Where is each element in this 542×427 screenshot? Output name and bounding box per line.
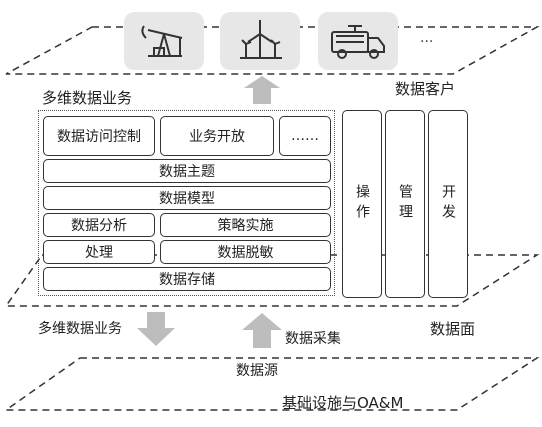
strategy-implementation-block: 策略实施 (160, 213, 331, 237)
operate-block: 操作 (342, 110, 382, 298)
manage-block: 管理 (385, 110, 425, 298)
processing-block: 处理 (43, 240, 155, 264)
fire-truck-icon (331, 25, 385, 59)
data-analysis-block: 数据分析 (43, 213, 155, 237)
wind-turbine-tile (220, 12, 300, 70)
multi-business-top-label: 多维数据业务 (42, 89, 133, 107)
data-plane-label: 数据面 (430, 320, 476, 338)
more-functions-block: …… (279, 116, 331, 156)
infrastructure-label: 基础设施与OA&M (282, 394, 404, 412)
data-access-control-block: 数据访问控制 (43, 116, 155, 156)
develop-text: 开发 (440, 184, 456, 224)
processing-text: 处理 (85, 245, 113, 261)
customer-plane (5, 26, 540, 75)
data-storage-text: 数据存储 (159, 272, 215, 288)
data-analysis-text: 数据分析 (71, 218, 127, 234)
multi-business-bottom-label: 多维数据业务 (38, 321, 122, 337)
oil-pump-tile (124, 12, 204, 70)
down-arrow-business (137, 312, 175, 346)
data-access-control-text: 数据访问控制 (57, 129, 141, 145)
data-subject-text: 数据主题 (159, 164, 215, 180)
up-arrow-customer (244, 76, 280, 104)
fire-truck-tile (318, 12, 398, 70)
data-storage-block: 数据存储 (43, 267, 331, 291)
business-open-text: 业务开放 (189, 129, 245, 145)
data-source-label: 数据源 (236, 363, 278, 379)
business-function-group (38, 110, 335, 296)
infrastructure-plane (3, 357, 540, 411)
more-clients-ellipsis: ... (420, 30, 434, 46)
data-model-text: 数据模型 (159, 191, 215, 207)
develop-block: 开发 (428, 110, 468, 298)
manage-text: 管理 (397, 184, 413, 224)
oil-pump-icon (141, 25, 183, 57)
more-functions-text: …… (291, 128, 319, 144)
data-desensitization-block: 数据脱敏 (160, 240, 331, 264)
up-arrow-collection (242, 313, 282, 348)
strategy-implementation-text: 策略实施 (217, 218, 274, 234)
wind-turbine-icon (240, 20, 282, 59)
data-subject-block: 数据主题 (43, 159, 331, 183)
data-customer-label: 数据客户 (395, 80, 456, 98)
operate-text: 操作 (354, 184, 370, 224)
data-model-block: 数据模型 (43, 186, 331, 210)
business-open-block: 业务开放 (160, 116, 274, 156)
data-collection-label: 数据采集 (285, 331, 341, 347)
data-desensitization-text: 数据脱敏 (217, 245, 274, 261)
